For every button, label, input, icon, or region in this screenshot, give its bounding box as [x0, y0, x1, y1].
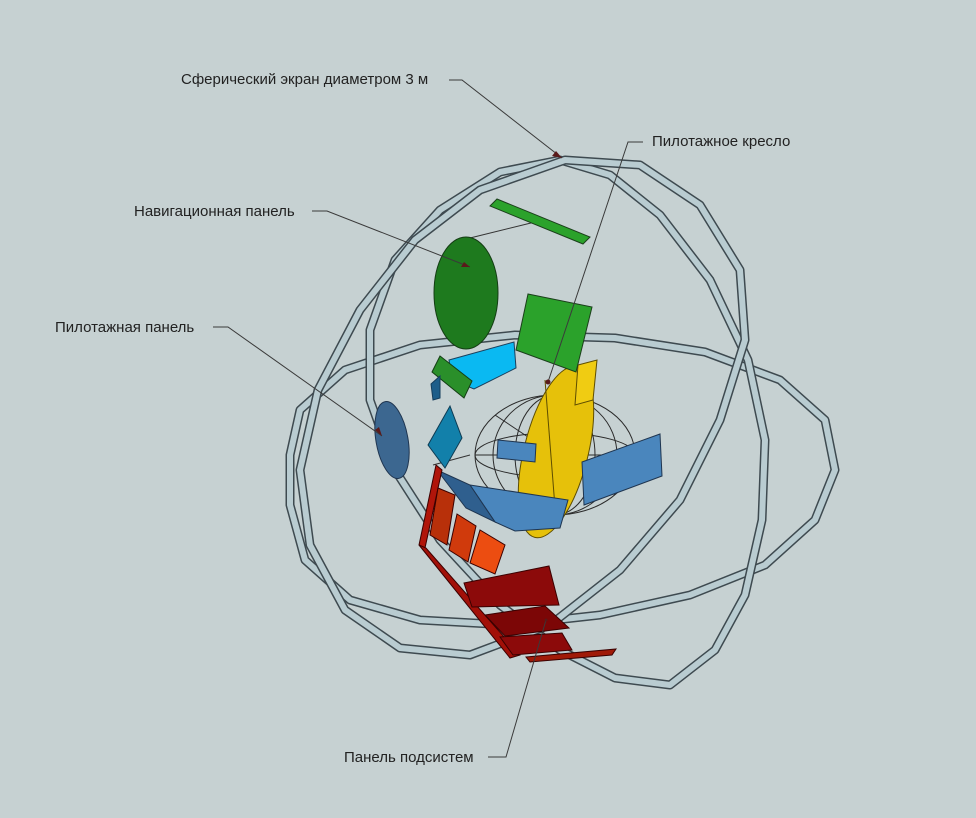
leader-nav: [312, 210, 471, 268]
right-blue-panel: [581, 433, 663, 506]
leader-pilot: [213, 326, 383, 437]
leader-lines: [213, 79, 643, 758]
small-blue-panel: [496, 439, 537, 463]
subsystems-panel-group: [418, 464, 617, 663]
green-square-panel: [515, 293, 593, 373]
label-subsystems-panel: Панель подсистем: [344, 749, 474, 766]
label-pilot-panel: Пилотажная панель: [55, 319, 195, 336]
leader-endpoints: [375, 151, 562, 622]
label-pilot-seat: Пилотажное кресло: [652, 133, 791, 150]
wire-lines: [432, 221, 536, 466]
small-green-panel: [431, 355, 473, 399]
spherical-screen: [285, 155, 840, 690]
leader-sphere: [449, 79, 563, 159]
label-spherical-screen: Сферический экран диаметром 3 м: [181, 71, 429, 88]
label-navigation-panel: Навигационная панель: [134, 203, 295, 220]
leader-chair: [547, 141, 643, 383]
teal-panel: [427, 404, 463, 469]
pilot-panel-ellipse: [374, 400, 410, 480]
top-green-strip: [489, 198, 591, 245]
navigation-panel-ellipse: [433, 236, 499, 350]
leader-subsystems: [488, 619, 547, 758]
